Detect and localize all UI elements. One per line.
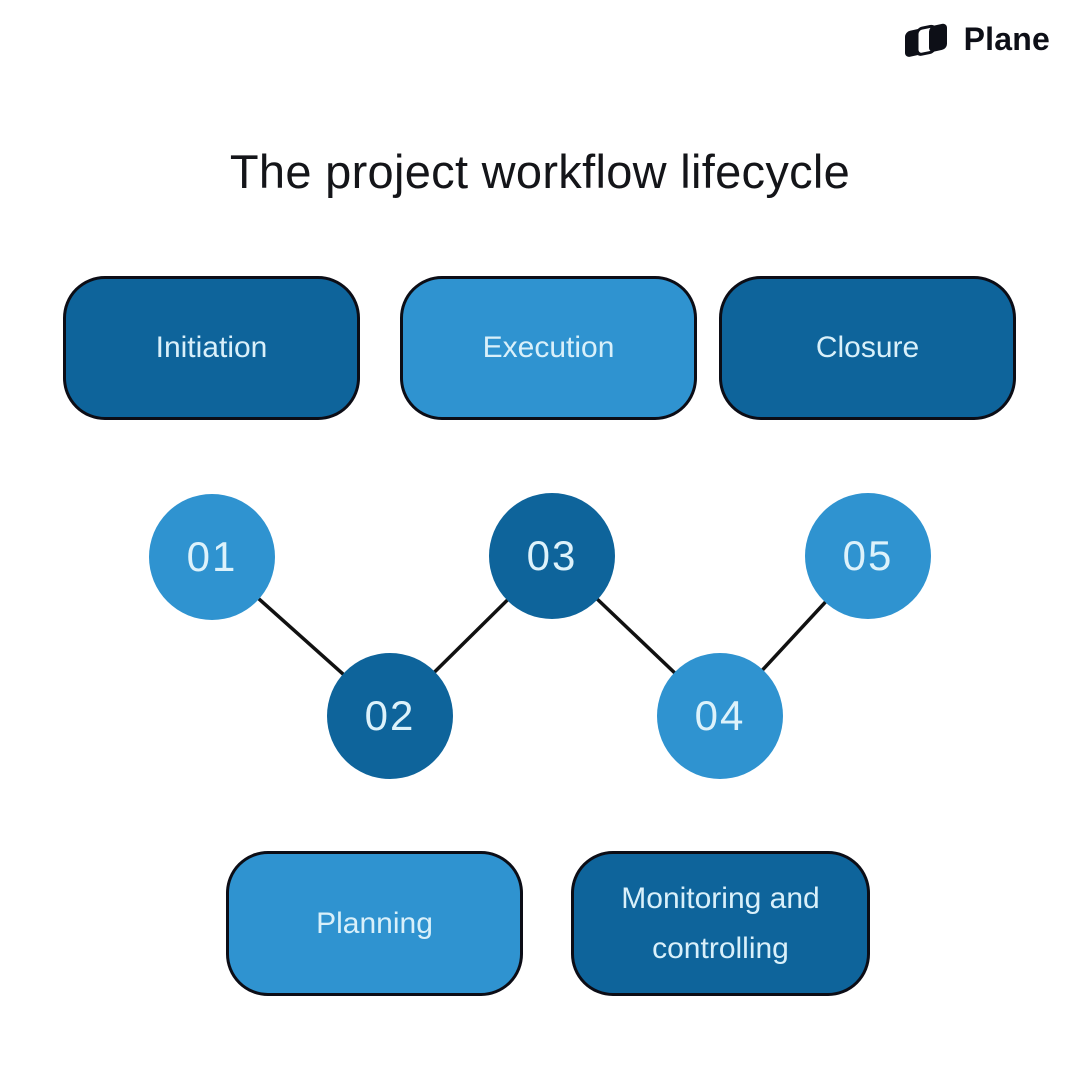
stage-label: Initiation: [155, 331, 268, 364]
page-title: The project workflow lifecycle: [229, 145, 851, 198]
plane-logo-text: Plane: [963, 20, 1050, 57]
stage-label: Planning: [316, 906, 433, 940]
stage-box-initiation: Initiation: [63, 276, 360, 420]
stage-label: Closure: [815, 331, 920, 364]
step-circle-05: 05: [805, 493, 931, 619]
step-number: 03: [526, 532, 578, 579]
plane-logo: Plane: [903, 18, 1050, 60]
stage-label: Execution: [482, 331, 615, 364]
plane-logo-icon: [904, 23, 947, 57]
step-circle-04: 04: [657, 653, 783, 779]
step-number: 02: [364, 692, 416, 739]
stage-box-planning: Planning: [226, 851, 523, 996]
step-circle-03: 03: [489, 493, 615, 619]
step-circle-01: 01: [149, 494, 275, 620]
step-number: 05: [842, 532, 894, 579]
step-number: 01: [186, 533, 238, 580]
stage-box-execution: Execution: [400, 276, 697, 420]
stage-label: Monitoring and controlling: [621, 882, 820, 965]
stage-box-closure: Closure: [719, 276, 1016, 420]
step-circle-02: 02: [327, 653, 453, 779]
step-number: 04: [694, 692, 746, 739]
stage-box-monitoring-and-controlling: Monitoring and controlling: [571, 851, 870, 996]
